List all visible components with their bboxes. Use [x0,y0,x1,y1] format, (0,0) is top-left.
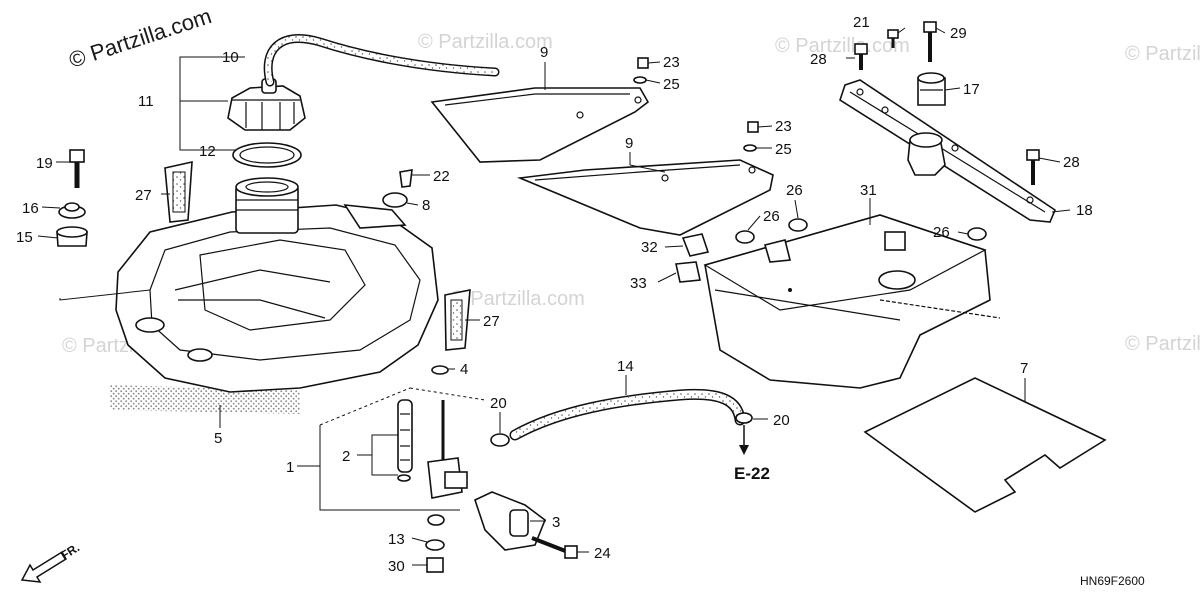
clip-4 [431,365,449,375]
callout-7: 7 [1020,360,1028,377]
bolt-30 [426,557,444,573]
caps-26 [735,218,987,244]
front-arrow: FR. [20,540,82,583]
callout-24: 24 [594,545,611,562]
callout-numbers: 10 11 12 19 16 15 27 27 22 8 4 5 1 2 3 2… [16,14,1093,575]
screw-24 [531,536,578,559]
callout-1: 1 [286,459,294,476]
callout-23a: 23 [663,54,680,71]
callout-28a: 28 [810,51,827,68]
floor-mat [863,377,1107,513]
watermark: © Partzilla.com [1125,43,1200,65]
washer-13 [425,539,445,551]
callout-33: 33 [630,275,647,292]
bolts-top [854,21,1040,185]
small-hardware [633,57,759,152]
callout-23b: 23 [775,118,792,135]
callout-31: 31 [860,182,877,199]
tank-stay [839,79,1056,223]
callout-27a: 27 [135,187,152,204]
breather-hose [263,34,500,87]
rubber-strap-27b [444,289,471,351]
watermark: © Partzilla.com [450,288,585,310]
watermark: © Partzilla.com [1125,333,1200,355]
callout-18: 18 [1076,202,1093,219]
callout-9a: 9 [540,44,548,61]
side-cover-upper [430,87,650,163]
diagram-code: HN69F2600 [1080,574,1145,588]
fuel-valve [427,400,468,526]
callout-11: 11 [138,93,154,110]
valve-lever-3 [474,491,546,551]
callout-27b: 27 [483,313,500,330]
callout-25b: 25 [775,141,792,158]
storage-tray [703,214,1001,389]
callout-10: 10 [222,49,239,66]
cushion-17 [917,72,946,106]
callout-19: 19 [36,155,53,172]
callout-32: 32 [641,239,658,256]
fuel-cap [227,78,306,131]
callout-25a: 25 [663,76,680,93]
partzilla-watermark: © Partzilla.com [66,3,215,73]
hose-clip-20b [735,412,753,455]
watermark: © Partzilla.com [775,35,910,57]
callout-29: 29 [950,25,967,42]
callout-2: 2 [342,448,350,465]
cap-gasket [232,142,302,168]
callout-22: 22 [433,168,450,185]
fuel-hose [509,388,746,441]
callout-30: 30 [388,558,405,575]
callout-28b: 28 [1063,154,1080,171]
callout-14: 14 [617,358,634,375]
callout-26b: 26 [763,208,780,225]
fuel-tank [110,177,439,414]
rubber-strap-27a [164,160,193,223]
callout-21: 21 [853,14,870,31]
callout-26c: 26 [933,224,950,241]
callout-16: 16 [22,200,39,217]
callout-20a: 20 [490,395,507,412]
callout-4: 4 [460,361,468,378]
watermark: © Partzilla.com [418,31,553,53]
callout-15: 15 [16,229,33,246]
callout-8: 8 [422,197,430,214]
callout-20b: 20 [773,412,790,429]
washer-16 [58,202,86,219]
callout-13: 13 [388,531,405,548]
callout-26a: 26 [786,182,803,199]
reference-label: E-22 [734,464,770,483]
leader-lines [37,27,1071,566]
callout-12: 12 [199,143,216,160]
callout-9b: 9 [625,135,633,152]
callout-3: 3 [552,514,560,531]
grommet-22-8 [382,169,413,208]
side-cover-lower [516,159,774,236]
bolt-19 [69,149,85,188]
clips-32-33 [675,233,710,283]
callout-17: 17 [963,81,980,98]
hose-clip-20a [490,433,510,447]
fuel-strainer-2 [397,399,413,482]
grommet-15 [56,226,88,247]
callout-5: 5 [214,430,222,447]
